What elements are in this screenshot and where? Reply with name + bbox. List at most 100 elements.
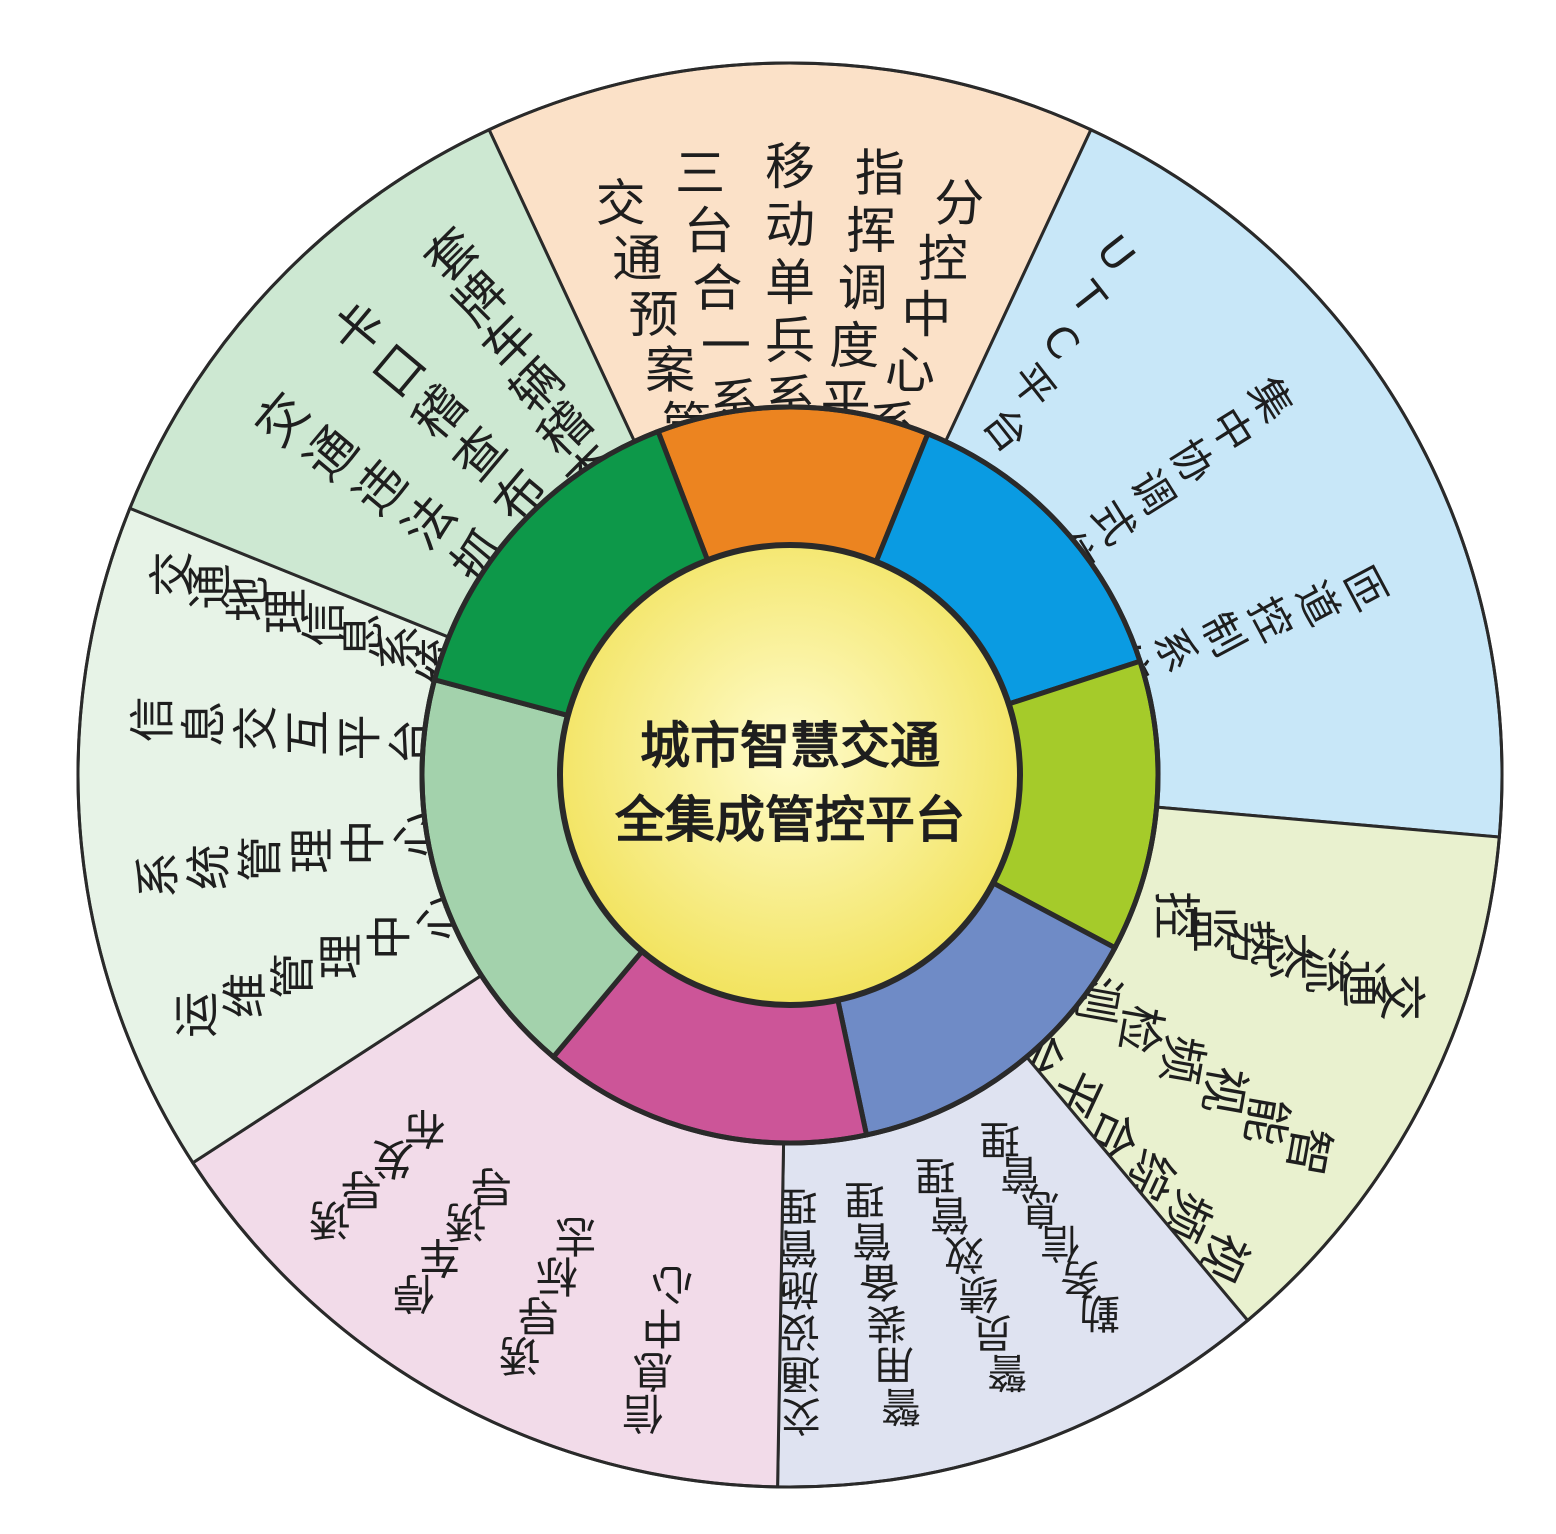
center-hub: 城市智慧交通 全集成管控平台 [557,542,1023,1008]
outer-item-char: 诱 [309,1195,351,1244]
outer-item-char: 单 [765,254,815,312]
center-title-line2: 全集成管控平台 [614,791,965,849]
outer-item-char: 频 [1150,1031,1213,1088]
outer-item-char: 信 [297,601,351,647]
outer-item-char: 通 [780,1350,820,1396]
outer-item-char: 勤 [1080,1289,1120,1335]
outer-item-char: 中 [901,286,951,344]
outer-item-char: 监 [1185,905,1241,953]
outer-item-char: 系 [373,625,427,671]
outer-item-char: 信 [1040,1220,1080,1266]
outer-item-char: 导 [340,1165,382,1214]
outer-item-char: 运 [170,992,224,1038]
outer-item-char: 绩 [958,1270,998,1316]
outer-item-char: 移 [765,138,815,196]
outer-item-char: 备 [859,1258,899,1304]
outer-item-char: 控 [1147,891,1203,939]
outer-item-char: 理 [915,1151,955,1197]
outer-item-char: 管 [852,1217,892,1263]
outer-ring-border [76,61,1504,1489]
outer-item-char: 用 [874,1341,914,1387]
outer-item-char: 员 [973,1309,1013,1355]
outer-item-char: 心 [885,341,935,399]
outer-item-char: 中 [641,1303,683,1352]
outer-item-char: 信 [622,1389,664,1438]
outer-item-char: 管 [930,1191,970,1237]
outer-item-char: 互 [281,710,335,756]
outer-item-char: 效 [944,1230,984,1276]
outer-item-char: 合 [692,259,742,317]
outer-item-char: 诱 [499,1331,541,1380]
outer-item-char: 设 [780,1308,820,1354]
outer-item-char: 停 [393,1268,435,1317]
outer-item-support-management-3: 交通地理信息系统 [145,551,465,684]
outer-item-char: 通 [1335,960,1391,1008]
outer-item-char: 警 [881,1382,921,1428]
outer-item-char: 志 [554,1211,596,1260]
category-ring: 集成管理交通控制道路监控勤务管理动态信息服务支撑管理车辆监控 [419,404,1161,1146]
outer-item-char: 施 [779,1266,819,1312]
outer-item-char: 务 [1060,1254,1100,1300]
outer-item-char: 能 [1234,1092,1297,1149]
outer-item-char: 兵 [765,312,815,370]
outer-item-char: 息 [632,1346,674,1395]
outer-item-char: 地 [221,576,275,622]
outer-item-char: 通 [612,230,662,288]
outer-item-char: 态 [1260,932,1316,980]
outer-item-char: 理 [845,1175,885,1221]
outer-item-char: 调 [838,259,888,317]
center-hub-circle [557,542,1023,1008]
outer-item-char: 装 [867,1300,907,1346]
outer-item-char: 理 [314,933,368,979]
outer-item-char: 流 [1298,946,1354,994]
outer-item-char: 挥 [846,202,896,260]
outer-item-char: 交 [1373,973,1429,1021]
outer-item-char: 中 [362,914,416,960]
outer-item-char: 理 [259,588,313,634]
outer-item-char: 管 [1000,1150,1040,1196]
outer-item-char: 平 [333,714,387,760]
outer-item-char: 系 [131,852,185,898]
outer-item-char: 动 [765,196,815,254]
outer-item-char: 布 [404,1103,446,1152]
outer-item-char: 控 [918,230,968,288]
outer-item-char: 交 [596,175,646,233]
outer-item-char: 管 [234,836,288,882]
outer-item-char: 息 [335,613,389,659]
outer-item-char: 交 [145,551,199,597]
outer-item-char: 三 [675,145,725,203]
outer-item-char: 预 [629,286,679,344]
outer-item-char: 指 [855,145,905,203]
outer-item-char: 通 [183,563,237,609]
outer-item-char: 警 [987,1349,1027,1395]
outer-item-char: 导 [470,1161,512,1210]
outer-item-char: 分 [934,175,984,233]
outer-item-char: 管 [778,1224,818,1270]
outer-item-char: 息 [177,701,231,747]
outer-item-char: 中 [336,820,390,866]
center-title-line1: 城市智慧交通 [640,717,940,775]
outer-item-char: 理 [285,828,339,874]
outer-item-char: 交 [781,1392,821,1438]
outer-item-char: 车 [419,1233,461,1282]
outer-item-char: 统 [182,844,236,890]
outer-item-char: 智 [1276,1123,1339,1180]
outer-item-char: 发 [372,1134,414,1183]
outer-item-char: 台 [684,202,734,260]
outer-item-char: 检 [1108,1000,1171,1057]
outer-item-char: 导 [517,1291,559,1340]
outer-item-char: 管 [266,953,320,999]
outer-item-char: 信 [125,696,179,742]
